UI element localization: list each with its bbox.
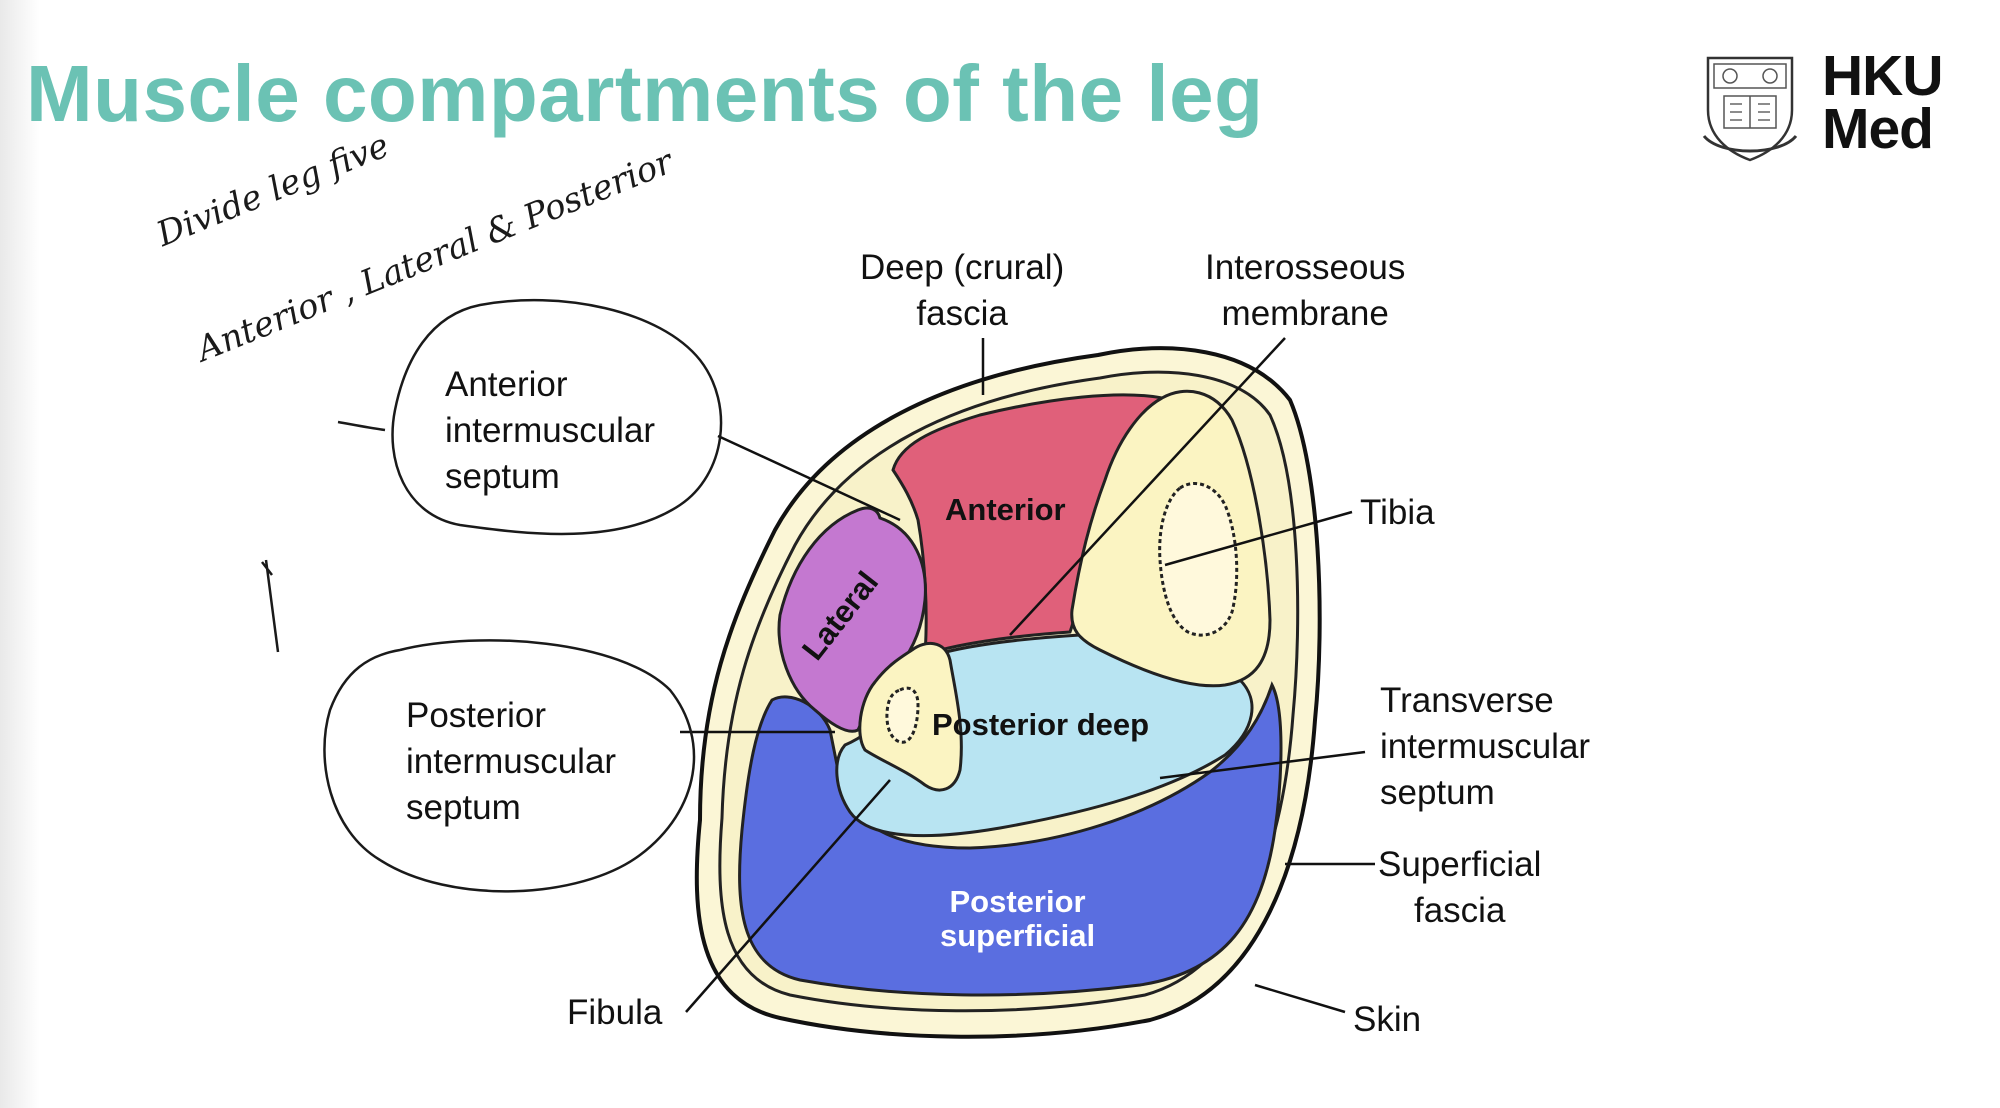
transverse-septum-leader <box>1159 750 1366 780</box>
label-posterior-superficial-line2: superficial <box>940 918 1096 953</box>
tibia-marrow <box>1158 482 1239 637</box>
deep-fascia-line1: Deep (crural) <box>860 248 1065 287</box>
skin-leader <box>1254 983 1346 1014</box>
anterior-septum-leader <box>717 434 901 522</box>
logo-line2: Med <box>1822 97 1934 161</box>
posterior-septum-line3: septum <box>406 788 521 827</box>
deep-fascia-line2: fascia <box>916 294 1008 333</box>
posterior-septum-line2: intermuscular <box>406 742 617 781</box>
transverse-septum-line2: intermuscular <box>1380 727 1591 766</box>
superficial-fascia-line2: fascia <box>1413 891 1506 930</box>
interosseous-leader <box>1009 337 1286 636</box>
anterior-septum-line2: intermuscular <box>445 411 656 450</box>
label-posterior-superficial: Posterior superficial <box>940 885 1095 953</box>
label-anterior: Anterior <box>945 492 1066 527</box>
transverse-septum-line1: Transverse <box>1380 681 1554 720</box>
posterior-septum-line1: Posterior <box>406 696 547 735</box>
posterior-superficial-compartment <box>738 681 1283 997</box>
superficial-fascia-line1: Superficial <box>1378 845 1542 884</box>
tibia-leader <box>1164 510 1353 567</box>
transverse-septum-line3: septum <box>1380 773 1495 812</box>
university-crest-icon <box>1702 56 1798 162</box>
logo-wordmark: HKU Med <box>1822 44 1943 161</box>
interosseous-line2: membrane <box>1221 294 1389 333</box>
label-skin: Skin <box>1353 1000 1422 1039</box>
handwriting-arrow-mark <box>261 559 280 653</box>
label-fibula: Fibula <box>567 993 663 1032</box>
fibula-leader <box>685 779 891 1013</box>
label-transverse-intermuscular-septum: Transverse intermuscular septum <box>1380 678 1590 816</box>
anterior-septum-line3: septum <box>445 457 560 496</box>
label-tibia: Tibia <box>1360 493 1435 532</box>
posterior-septum-annotation-bubble <box>323 639 696 893</box>
label-posterior-intermuscular-septum: Posterior intermuscular septum <box>406 693 616 831</box>
slide-edge-shade <box>0 0 40 1108</box>
label-posterior-superficial-line1: Posterior <box>949 884 1086 919</box>
label-superficial-fascia: Superficial fascia <box>1378 842 1541 934</box>
anterior-septum-annotation-bubble <box>391 298 723 536</box>
hku-med-logo: HKU Med <box>1700 44 1990 170</box>
fibula-marrow <box>885 686 920 744</box>
label-anterior-intermuscular-septum: Anterior intermuscular septum <box>445 362 655 500</box>
label-deep-fascia: Deep (crural) fascia <box>860 245 1064 337</box>
label-posterior-deep: Posterior deep <box>932 707 1150 742</box>
handwriting-tick <box>337 420 386 432</box>
slide-title: Muscle compartments of the leg <box>26 49 1264 138</box>
interosseous-line1: Interosseous <box>1205 248 1406 287</box>
label-interosseous-membrane: Interosseous membrane <box>1205 245 1405 337</box>
logo-line1: HKU <box>1822 44 1943 108</box>
anterior-septum-line1: Anterior <box>445 365 568 404</box>
